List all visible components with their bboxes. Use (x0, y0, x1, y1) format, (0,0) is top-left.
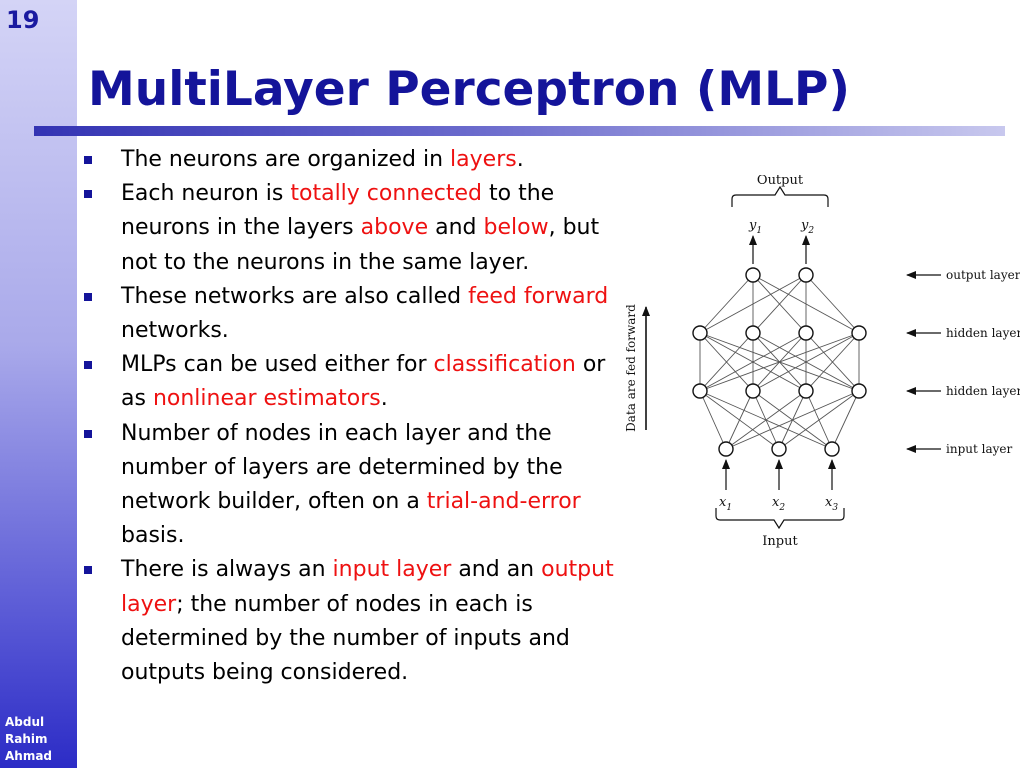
highlighted-term: nonlinear estimators (152, 386, 381, 412)
connection-lines (699, 274, 860, 450)
hidden-neuron (692, 383, 708, 399)
bullet-text: or as (121, 352, 606, 412)
bullet-marker-icon (84, 566, 92, 575)
slide-title: MultiLayer Perceptron (MLP) (88, 62, 850, 117)
bullet-marker-icon (84, 190, 92, 199)
connection-line (805, 390, 833, 450)
highlighted-term: output layer (121, 557, 614, 617)
bullet-text: There is always an (121, 557, 333, 583)
bullet-text: MLPs can be used either for (121, 352, 434, 378)
connection-line (699, 332, 860, 392)
bullet-text: . (380, 386, 388, 412)
bullet-item: MLPs can be used either for classificati… (82, 348, 622, 416)
author-middle-name: Rahim (5, 732, 48, 746)
input-symbol-x3: x3 (825, 495, 838, 513)
output-symbol-y2: y2 (800, 218, 814, 236)
highlighted-term: input layer (332, 557, 452, 583)
output-neuron (798, 267, 814, 283)
bullet-item: These networks are also called feed forw… (82, 280, 622, 348)
input-neuron (718, 441, 734, 457)
slide-number: 19 (6, 6, 40, 34)
input-arrows (722, 459, 836, 490)
connection-line (699, 332, 754, 392)
bullet-text: The neurons are organized in (121, 147, 451, 172)
highlighted-term: layers (450, 147, 517, 172)
author-first-name: Abdul (5, 715, 45, 729)
bullet-text: These networks are also called (121, 283, 469, 309)
sidebar-band: 19 Abdul Rahim Ahmad (0, 0, 77, 768)
connection-line (805, 332, 860, 392)
layer-label-input: input layer (946, 442, 1012, 456)
title-divider (34, 126, 1005, 136)
bullet-text: Number of nodes in each layer and the nu… (121, 420, 563, 515)
highlighted-term: totally connected (290, 181, 483, 207)
connection-line (752, 274, 807, 334)
bullet-marker-icon (84, 361, 92, 370)
input-symbol-x2: x2 (772, 495, 785, 513)
connection-line (699, 390, 833, 450)
highlighted-term: classification (433, 352, 576, 378)
input-neuron (824, 441, 840, 457)
connection-line (752, 332, 860, 392)
bullet-marker-icon (84, 292, 92, 301)
bullet-list: The neurons are organized in layers.Each… (82, 143, 622, 690)
hidden-neuron (692, 325, 708, 341)
highlighted-term: trial-and-error (426, 489, 581, 515)
input-brace (715, 508, 845, 530)
input-symbol-x1: x1 (719, 495, 732, 513)
highlighted-term: feed forward (468, 283, 609, 309)
connection-line (699, 332, 807, 392)
hidden-neuron (851, 383, 867, 399)
bullet-text: Each neuron is (121, 181, 291, 207)
bullet-item: The neurons are organized in layers. (82, 143, 622, 177)
bullet-text: to the neurons in the layers (121, 181, 555, 241)
layer-label-hidden-1: hidden layer (946, 384, 1020, 398)
bullet-text: and an (451, 557, 542, 583)
hidden-neuron (851, 325, 867, 341)
bullet-marker-icon (84, 156, 92, 164)
bullet-item: There is always an input layer and an ou… (82, 553, 622, 690)
author-name: Abdul Rahim Ahmad (5, 714, 71, 765)
output-symbol-y1: y1 (748, 218, 762, 236)
highlighted-term: above (360, 215, 429, 241)
connection-line (699, 274, 754, 334)
connection-line (752, 390, 833, 450)
output-neuron (745, 267, 761, 283)
bullet-text: basis. (121, 523, 185, 549)
mlp-network-diagram: Output y1 y2 x1 x2 x3 Input Data are fed… (624, 175, 1020, 549)
connection-line (752, 274, 860, 334)
bullet-text: and (428, 215, 484, 241)
feed-forward-label: Data are fed forward (624, 304, 638, 432)
output-caption: Output (757, 175, 804, 188)
bullet-text: ; the number of nodes in each is determi… (121, 591, 570, 686)
output-brace (731, 185, 829, 207)
bullet-text: , but not to the neurons in the same lay… (121, 215, 600, 275)
highlighted-term: below (483, 215, 549, 241)
hidden-neuron (798, 383, 814, 399)
author-last-name: Ahmad (5, 749, 53, 763)
connection-line (699, 390, 780, 450)
bullet-item: Each neuron is totally connected to the … (82, 177, 622, 280)
neuron-nodes (692, 267, 867, 457)
bullet-text: networks. (121, 318, 229, 344)
connection-line (699, 390, 727, 450)
hidden-neuron (745, 325, 761, 341)
bullet-marker-icon (84, 429, 92, 438)
connection-line (805, 274, 860, 334)
bullet-item: Number of nodes in each layer and the nu… (82, 417, 622, 554)
layer-label-hidden-2: hidden layer (946, 326, 1020, 340)
input-caption: Input (762, 534, 798, 549)
connection-line (831, 390, 860, 450)
bullet-text: . (516, 147, 524, 172)
layer-label-output: output layer (946, 268, 1020, 282)
hidden-neuron (745, 383, 761, 399)
hidden-neuron (798, 325, 814, 341)
input-neuron (771, 441, 787, 457)
